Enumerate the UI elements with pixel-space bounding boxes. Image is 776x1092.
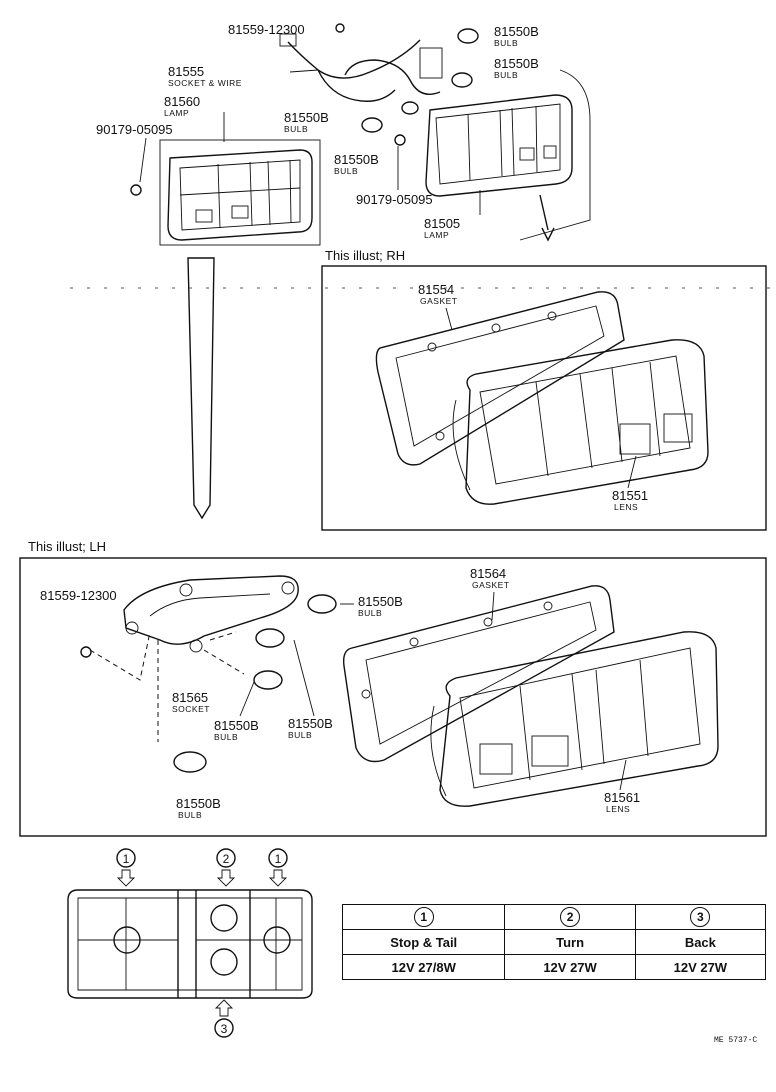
bulbs-top — [361, 28, 479, 146]
pn-socket-lh: 81565 — [172, 690, 208, 705]
pn-bulb-c: 81550B — [284, 110, 329, 125]
table-function-1: Stop & Tail — [341, 929, 506, 955]
pn-lens-rh: 81551 — [612, 488, 648, 503]
marker-3: 3 — [221, 1022, 228, 1036]
sub-lamp-left: LAMP — [164, 108, 189, 118]
sub-bulb-lh-d: BULB — [178, 810, 202, 820]
pn-screw-lh: 81559-12300 — [40, 588, 117, 603]
pn-screw-right: 90179-05095 — [356, 192, 433, 207]
sub-bulb-d: BULB — [334, 166, 358, 176]
right-lamp-assembly — [425, 69, 591, 242]
marker-2: 2 — [223, 852, 230, 866]
lh-section: This illust; LH — [19, 539, 767, 837]
section-lh-title: This illust; LH — [28, 539, 106, 554]
pn-screw-top: 81559-12300 — [228, 22, 305, 37]
pn-lamp-left: 81560 — [164, 94, 200, 109]
table-spec-2: 12V 27W — [504, 954, 636, 980]
rh-section: This illust; RH 81554 GASKET 81551 LENS — [321, 248, 767, 531]
pn-bulb-a: 81550B — [494, 24, 539, 39]
sub-bulb-lh-a: BULB — [358, 608, 382, 618]
bulb-position-schematic: 1 2 1 3 — [67, 848, 313, 1038]
table-num-1: 1 — [413, 907, 434, 927]
sub-bulb-lh-c: BULB — [288, 730, 312, 740]
top-labels: 81559-12300 81555 SOCKET & WIRE 81560 LA… — [96, 22, 539, 240]
socket-and-wire — [279, 23, 443, 102]
table-num-3: 3 — [690, 907, 711, 927]
pn-bulb-lh-c: 81550B — [288, 716, 333, 731]
pn-bulb-lh-d: 81550B — [176, 796, 221, 811]
sub-gasket-lh: GASKET — [472, 580, 509, 590]
sub-socket-wire: SOCKET & WIRE — [168, 78, 242, 88]
sub-socket-lh: SOCKET — [172, 704, 210, 714]
pn-bulb-lh-a: 81550B — [358, 594, 403, 609]
pn-lamp-right: 81505 — [424, 216, 460, 231]
table-function-2: Turn — [504, 929, 636, 955]
pn-screw-left: 90179-05095 — [96, 122, 173, 137]
section-rh-title: This illust; RH — [325, 248, 405, 263]
pn-bulb-lh-b: 81550B — [214, 718, 259, 733]
marker-1-right: 1 — [275, 852, 282, 866]
table-function-3: Back — [634, 929, 767, 955]
sub-gasket-rh: GASKET — [420, 296, 457, 306]
sub-lamp-right: LAMP — [424, 230, 449, 240]
pn-gasket-lh: 81564 — [470, 566, 506, 581]
sub-bulb-lh-b: BULB — [214, 732, 238, 742]
table-num-2: 2 — [560, 907, 581, 927]
pn-bulb-d: 81550B — [334, 152, 379, 167]
sub-bulb-c: BULB — [284, 124, 308, 134]
table-row-function: Stop & Tail Turn Back — [341, 929, 767, 955]
pn-lens-lh: 81561 — [604, 790, 640, 805]
table-spec-3: 12V 27W — [634, 954, 767, 980]
sub-lens-rh: LENS — [614, 502, 638, 512]
sub-bulb-b: BULB — [494, 70, 518, 80]
pn-socket-wire: 81555 — [168, 64, 204, 79]
marker-1-left: 1 — [123, 852, 130, 866]
table-spec-1: 12V 27/8W — [341, 954, 506, 980]
table-row-spec: 12V 27/8W 12V 27W 12V 27W — [341, 954, 767, 980]
diagram-code: ME 5737-C — [714, 1036, 757, 1045]
pn-bulb-b: 81550B — [494, 56, 539, 71]
sub-bulb-a: BULB — [494, 38, 518, 48]
table-row-numbers: 1 2 3 — [341, 904, 767, 930]
left-lamp-assembly — [130, 139, 321, 246]
pn-gasket-rh: 81554 — [418, 282, 454, 297]
sub-lens-lh: LENS — [606, 804, 630, 814]
down-arrow — [187, 257, 215, 520]
bulb-spec-table: 1 2 3 Stop & Tail Turn Back 12V 27/8W 12… — [341, 904, 767, 980]
